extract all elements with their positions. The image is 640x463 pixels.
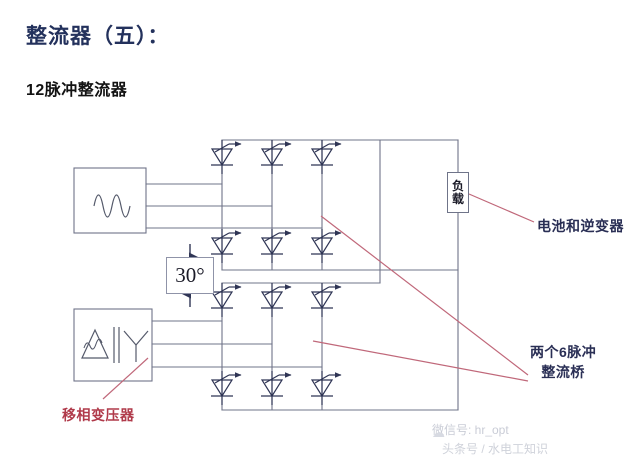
- ac-source-box: [73, 167, 147, 234]
- leader-bridge-bottom: [312, 340, 529, 382]
- thyristor: [261, 140, 291, 174]
- circuit-wires: [73, 139, 459, 411]
- thyristor: [211, 371, 241, 405]
- sine-wave-icon: [93, 194, 131, 218]
- thyristor: [211, 229, 241, 263]
- load-label-char-1: 负: [451, 178, 464, 193]
- leader-battery: [468, 193, 535, 223]
- thyristor: [211, 283, 241, 317]
- transformer-box: [73, 308, 153, 382]
- load-label-char-2: 载: [451, 191, 464, 206]
- load-box: 负 载: [447, 172, 469, 213]
- label-bridges-line-1: 两个6脉冲: [530, 344, 597, 360]
- transformer-core-icon: [113, 327, 120, 363]
- page-subtitle: 12脉冲整流器: [26, 82, 128, 99]
- label-two-six-pulse-bridges: 两个6脉冲 整流桥: [530, 342, 596, 382]
- phase-shift-value-box: 30°: [166, 257, 214, 294]
- thyristor: [261, 371, 291, 405]
- thyristor: [261, 283, 291, 317]
- thyristor: [311, 229, 341, 263]
- leader-lines: [102, 193, 535, 400]
- page-title: 整流器（五）：: [26, 25, 170, 48]
- thyristor: [261, 229, 291, 263]
- thyristor: [211, 140, 241, 174]
- thyristor: [311, 371, 341, 405]
- label-bridges-line-2: 整流桥: [541, 364, 585, 380]
- wye-winding-icon: [123, 330, 149, 362]
- delta-winding-icon: [81, 328, 109, 359]
- label-phase-shifting-transformer: 移相变压器: [62, 407, 135, 423]
- label-battery-and-inverter: 电池和逆变器: [537, 218, 624, 234]
- leader-bridge-top: [320, 215, 529, 376]
- leader-transformer: [102, 357, 149, 400]
- thyristor: [311, 283, 341, 317]
- thyristor: [311, 140, 341, 174]
